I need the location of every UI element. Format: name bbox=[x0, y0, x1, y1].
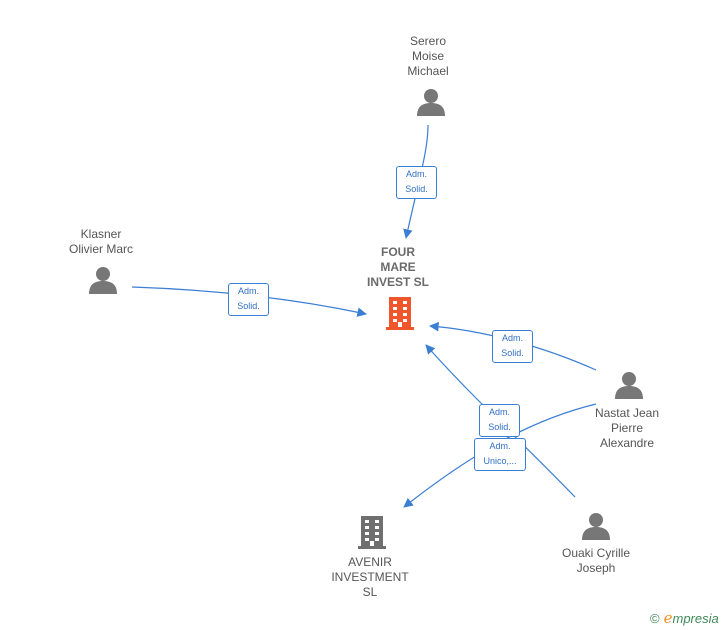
brand-e: e bbox=[663, 609, 673, 627]
edge-label-klasner-four[interactable]: Adm. Solid. bbox=[228, 283, 269, 316]
node-label-klasner[interactable]: Klasner Olivier Marc bbox=[68, 227, 133, 256]
edge-label-serero-four[interactable]: Adm. Solid. bbox=[396, 166, 437, 199]
node-label-four-mare[interactable]: FOUR MARE INVEST SL bbox=[366, 245, 429, 289]
person-icon-nastat[interactable] bbox=[615, 372, 643, 399]
node-label-serero[interactable]: Serero Moise Michael bbox=[407, 34, 449, 78]
building-icon-four-mare[interactable] bbox=[386, 297, 414, 330]
node-label-nastat[interactable]: Nastat Jean Pierre Alexandre bbox=[594, 406, 660, 450]
person-icon-ouaki[interactable] bbox=[582, 513, 610, 540]
copyright-symbol: © bbox=[650, 611, 660, 626]
person-icon-serero[interactable] bbox=[417, 89, 445, 116]
node-label-ouaki[interactable]: Ouaki Cyrille Joseph bbox=[561, 546, 630, 575]
edge-label-ouaki-four[interactable]: Adm. Solid. bbox=[479, 404, 520, 437]
edge-label-nastat-avenir[interactable]: Adm. Unico,... bbox=[474, 438, 526, 471]
building-icon-avenir[interactable] bbox=[358, 516, 386, 549]
brand-name: mpresia bbox=[672, 611, 719, 626]
node-label-avenir[interactable]: AVENIR INVESTMENT SL bbox=[331, 555, 409, 599]
edge-label-nastat-four[interactable]: Adm. Solid. bbox=[492, 330, 533, 363]
empresia-logo: ©empresia bbox=[650, 609, 719, 627]
person-icon-klasner[interactable] bbox=[89, 267, 117, 294]
